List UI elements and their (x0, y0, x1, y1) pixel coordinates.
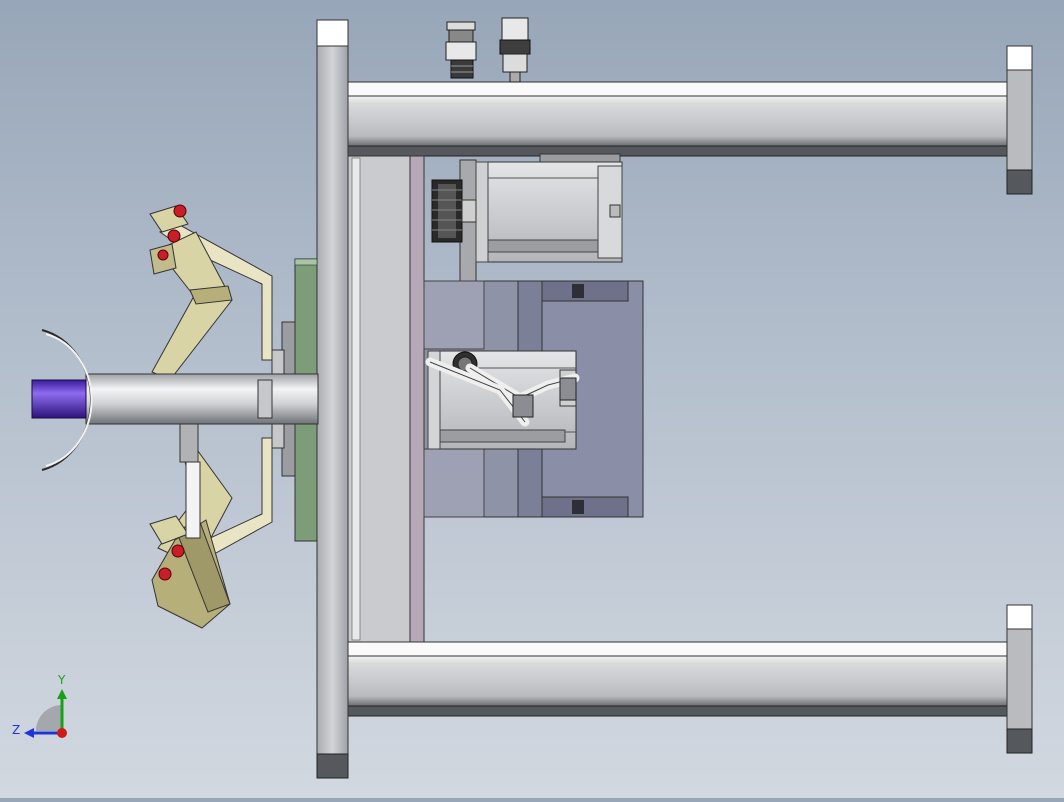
coordinate-triad: Y Z (10, 673, 80, 745)
bottom-beam-end-cap[interactable] (1006, 604, 1033, 754)
axis-z-label: Z (12, 723, 21, 737)
gripper-bracket[interactable] (179, 423, 201, 539)
axis-y-label: Y (58, 673, 66, 687)
upper-gripper-arm[interactable] (149, 204, 273, 381)
main-column[interactable] (316, 19, 349, 779)
main-shaft[interactable] (85, 373, 319, 425)
top-beam[interactable] (346, 81, 1010, 157)
bottom-beam[interactable] (346, 641, 1010, 717)
cable-connector-right[interactable] (499, 17, 531, 83)
timing-pulley[interactable] (431, 179, 477, 243)
top-beam-end-cap[interactable] (1006, 45, 1033, 195)
shaft-tip[interactable] (31, 379, 87, 419)
lower-gripper-arm[interactable] (149, 437, 273, 629)
coordinate-triad-icon (24, 689, 67, 738)
inner-plate[interactable] (346, 155, 425, 643)
motor-cable[interactable] (425, 357, 580, 427)
cable-connector-left[interactable] (445, 21, 477, 79)
guard-arc[interactable] (41, 329, 93, 471)
